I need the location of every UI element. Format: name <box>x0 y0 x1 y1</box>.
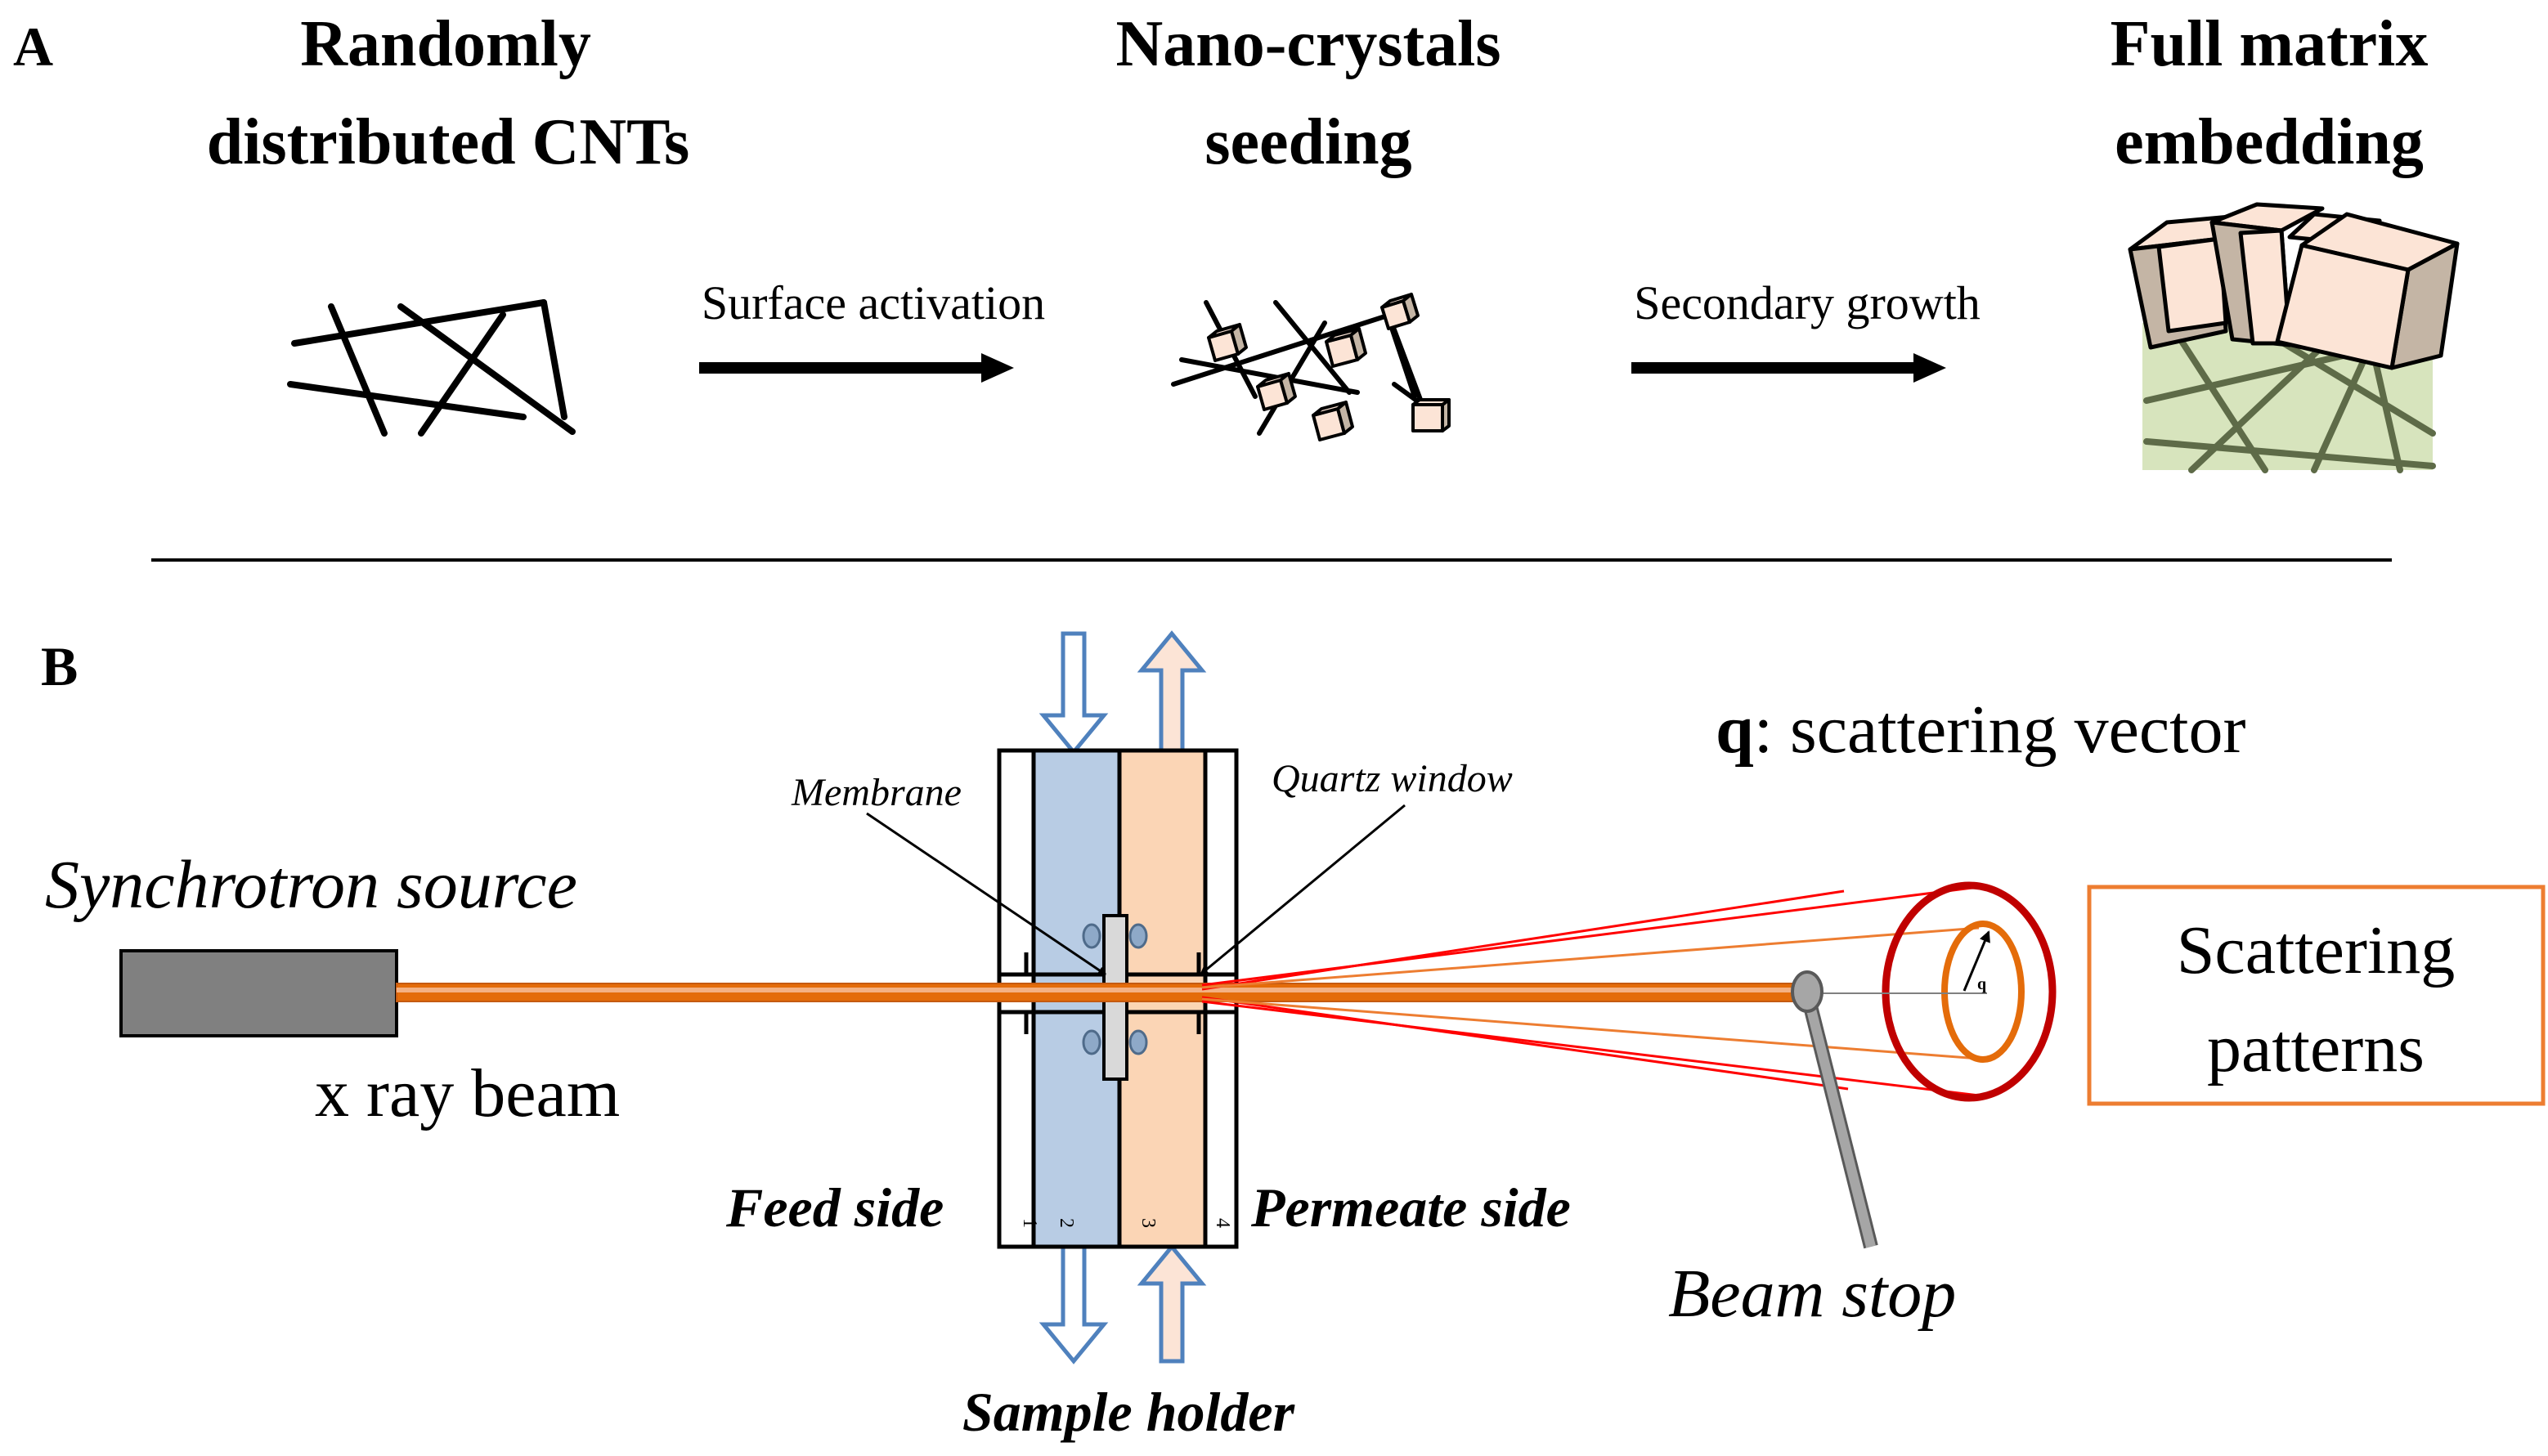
outer-scattering-ring <box>1882 881 2057 1102</box>
membrane-label: Membrane <box>791 771 962 814</box>
beam-stop-head <box>1791 970 1824 1013</box>
inner-scattering-ring <box>1941 921 2025 1063</box>
stage1-title-line2: distributed CNTs <box>207 106 690 178</box>
window-pointer <box>1200 804 1406 976</box>
window-label: Quartz window <box>1272 757 1513 800</box>
panel-a-label: A <box>13 16 53 78</box>
beam-stop-rod-fill <box>1802 992 1876 1248</box>
arrow2-label: Secondary growth <box>1634 276 1981 329</box>
surface-activation-arrowhead <box>981 353 1014 383</box>
scattered-rays-inner <box>1201 926 1980 1060</box>
q-symbol: q <box>1716 692 1754 768</box>
q-vector-small-label: q <box>1977 975 1986 993</box>
patterns-label-line2: patterns <box>2207 1010 2425 1086</box>
plate-number-3: 3 <box>1137 1218 1159 1228</box>
q-legend: q: scattering vector <box>1716 692 2245 768</box>
membrane-pointer <box>866 812 1106 976</box>
plate-number-1: 1 <box>1019 1218 1040 1228</box>
plate-number-2: 2 <box>1056 1218 1077 1228</box>
permeate-inlet-arrow <box>1137 1243 1207 1364</box>
panel-b-label: B <box>41 635 78 697</box>
permeate-outlet-arrow <box>1137 630 1207 755</box>
q-description: : scattering vector <box>1754 692 2246 768</box>
permeate-label: Permeate side <box>1250 1176 1571 1239</box>
beamstop-label: Beam stop <box>1668 1256 1956 1332</box>
stage2-title-line1: Nano-crystals <box>1115 8 1501 80</box>
source-label: Synchrotron source <box>45 847 577 923</box>
arrow1-label: Surface activation <box>702 276 1045 329</box>
stage1-title-line1: Randomly <box>300 8 591 80</box>
stage2-title-line2: seeding <box>1204 106 1411 178</box>
feed-label: Feed side <box>725 1176 944 1239</box>
feed-outlet-arrow <box>1038 1244 1109 1364</box>
scattering-patterns-box <box>2087 885 2546 1106</box>
patterns-label-line1: Scattering <box>2177 912 2456 988</box>
stage3-title-line2: embedding <box>2115 106 2424 178</box>
random-cnt-lines <box>287 299 576 437</box>
xray-beam-highlight <box>397 988 1819 992</box>
synchrotron-source-box <box>119 949 398 1037</box>
large-crystals <box>2128 202 2460 370</box>
scattered-rays-outer <box>1201 885 1980 1097</box>
o-rings <box>1082 923 1148 1055</box>
q-vector-arrow <box>1963 930 1990 992</box>
plate-number-4: 4 <box>1212 1218 1233 1228</box>
beam-label: x ray beam <box>315 1055 620 1131</box>
seed-crystals <box>1207 293 1451 441</box>
secondary-growth-arrowhead <box>1913 353 1946 383</box>
feed-inlet-arrow <box>1038 631 1109 755</box>
stage3-title-line1: Full matrix <box>2111 8 2429 80</box>
holder-label: Sample holder <box>962 1381 1295 1443</box>
